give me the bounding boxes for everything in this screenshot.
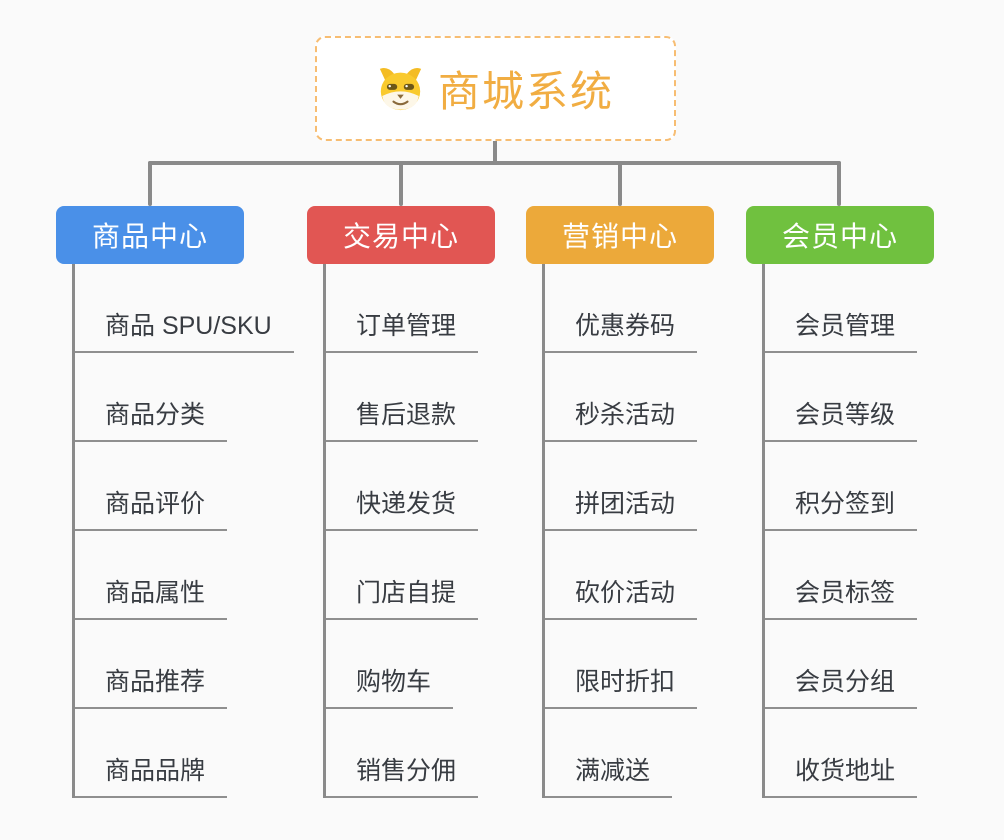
leaf-node[interactable]: 商品 SPU/SKU <box>75 306 294 353</box>
leaf-node[interactable]: 售后退款 <box>326 395 479 442</box>
leaf-node[interactable]: 商品评价 <box>75 484 228 531</box>
connector-drop-marketing <box>618 161 622 206</box>
leaf-list-marketing: 优惠券码 秒杀活动 拼团活动 砍价活动 限时折扣 满减送 <box>542 264 714 798</box>
connector-drop-member <box>837 161 841 206</box>
connector-root-stem <box>493 141 497 163</box>
leaf-node[interactable]: 商品属性 <box>75 573 228 620</box>
branch-node-member-center[interactable]: 会员中心 <box>746 206 934 264</box>
leaf-node[interactable]: 收货地址 <box>765 751 918 798</box>
leaf-node[interactable]: 商品推荐 <box>75 662 228 709</box>
leaf-list-member: 会员管理 会员等级 积分签到 会员标签 会员分组 收货地址 <box>762 264 934 798</box>
leaf-node[interactable]: 砍价活动 <box>545 573 698 620</box>
leaf-node[interactable]: 秒杀活动 <box>545 395 698 442</box>
leaf-node[interactable]: 快递发货 <box>326 484 479 531</box>
leaf-node[interactable]: 购物车 <box>326 662 454 709</box>
leaf-node[interactable]: 满减送 <box>545 751 673 798</box>
branch-node-marketing-center[interactable]: 营销中心 <box>526 206 714 264</box>
leaf-node[interactable]: 商品分类 <box>75 395 228 442</box>
leaf-node[interactable]: 积分签到 <box>765 484 918 531</box>
branch-marketing-center: 营销中心 优惠券码 秒杀活动 拼团活动 砍价活动 限时折扣 满减送 <box>526 206 714 798</box>
branch-member-center: 会员中心 会员管理 会员等级 积分签到 会员标签 会员分组 收货地址 <box>746 206 934 798</box>
leaf-node[interactable]: 订单管理 <box>326 306 479 353</box>
leaf-node[interactable]: 会员管理 <box>765 306 918 353</box>
branch-node-trade-center[interactable]: 交易中心 <box>307 206 495 264</box>
leaf-list-trade: 订单管理 售后退款 快递发货 门店自提 购物车 销售分佣 <box>323 264 495 798</box>
leaf-list-product: 商品 SPU/SKU 商品分类 商品评价 商品属性 商品推荐 商品品牌 <box>72 264 294 798</box>
root-node[interactable]: 商城系统 <box>315 36 676 141</box>
branch-product-center: 商品中心 商品 SPU/SKU 商品分类 商品评价 商品属性 商品推荐 商品品牌 <box>56 206 294 798</box>
connector-drop-trade <box>399 161 403 206</box>
leaf-node[interactable]: 门店自提 <box>326 573 479 620</box>
leaf-node[interactable]: 拼团活动 <box>545 484 698 531</box>
leaf-node[interactable]: 会员标签 <box>765 573 918 620</box>
leaf-node[interactable]: 会员等级 <box>765 395 918 442</box>
connector-horizontal <box>148 161 841 165</box>
leaf-node[interactable]: 销售分佣 <box>326 751 479 798</box>
leaf-node[interactable]: 优惠券码 <box>545 306 698 353</box>
branch-node-product-center[interactable]: 商品中心 <box>56 206 244 264</box>
leaf-node[interactable]: 会员分组 <box>765 662 918 709</box>
dog-face-icon <box>379 68 422 111</box>
branch-trade-center: 交易中心 订单管理 售后退款 快递发货 门店自提 购物车 销售分佣 <box>307 206 495 798</box>
leaf-node[interactable]: 商品品牌 <box>75 751 228 798</box>
leaf-node[interactable]: 限时折扣 <box>545 662 698 709</box>
connector-drop-product <box>148 161 152 206</box>
root-title: 商城系统 <box>437 68 614 115</box>
